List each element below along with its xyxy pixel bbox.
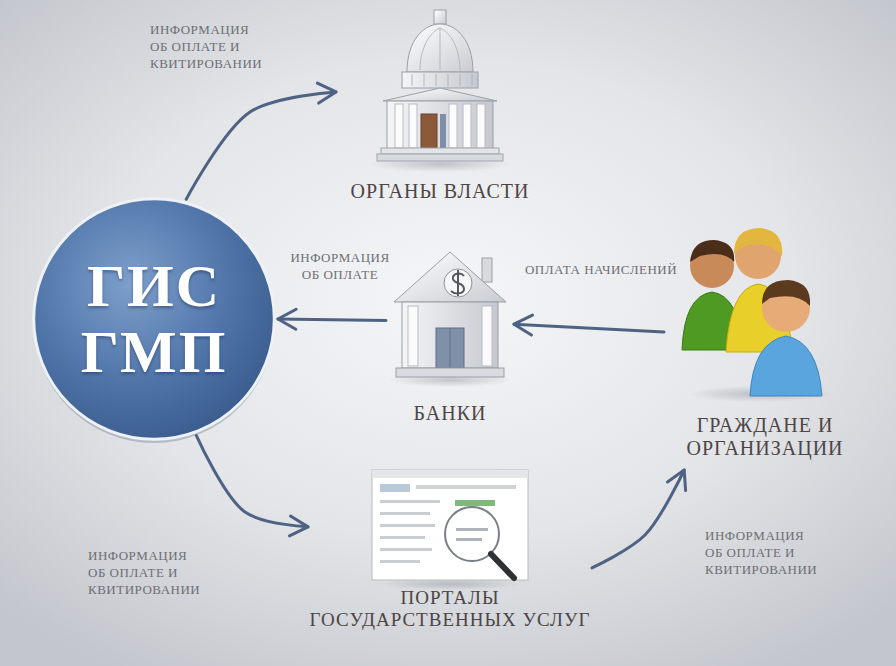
- flow-arrow: [514, 324, 664, 332]
- node-label: ГРАЖДАНЕ И ОРГАНИЗАЦИИ: [664, 414, 866, 460]
- system-circle: ГИС ГМП: [30, 195, 278, 443]
- people-icon: [682, 228, 832, 402]
- flow-arrow: [186, 92, 336, 199]
- flow-arrow: [196, 436, 308, 527]
- circle-shape: [34, 199, 275, 440]
- citizens-node: ГРАЖДАНЕ И ОРГАНИЗАЦИИ: [664, 232, 866, 470]
- authority-node: ОРГАНЫ ВЛАСТИ: [336, 10, 544, 205]
- node-label: ОРГАНЫ ВЛАСТИ: [336, 180, 544, 203]
- node-label: ПОРТАЛЫ ГОСУДАРСТВЕННЫХ УСЛУГ: [308, 587, 592, 631]
- flow-label: ИНФОРМАЦИЯ ОБ ОПЛАТЕ И КВИТИРОВАНИИ: [150, 22, 270, 73]
- portal-page-icon: [372, 470, 528, 590]
- flow-label: ИНФОРМАЦИЯ ОБ ОПЛАТЕ И КВИТИРОВАНИИ: [705, 528, 825, 579]
- portal-node: ПОРТАЛЫ ГОСУДАРСТВЕННЫХ УСЛУГ: [308, 462, 592, 633]
- government-building-icon: [370, 10, 510, 172]
- flow-label: ОПЛАТА НАЧИСЛЕНИЙ: [512, 262, 690, 279]
- node-label: БАНКИ: [386, 402, 514, 425]
- flow-arrow: [592, 470, 684, 568]
- flow-label: ИНФОРМАЦИЯ ОБ ОПЛАТЕ И КВИТИРОВАНИИ: [88, 548, 208, 599]
- bank-building-icon: [388, 252, 512, 387]
- flow-label: ИНФОРМАЦИЯ ОБ ОПЛАТЕ: [280, 250, 400, 284]
- system-name: ГИС ГМП: [59, 253, 249, 385]
- flow-arrow: [278, 319, 386, 320]
- bank-node: БАНКИ: [386, 240, 514, 427]
